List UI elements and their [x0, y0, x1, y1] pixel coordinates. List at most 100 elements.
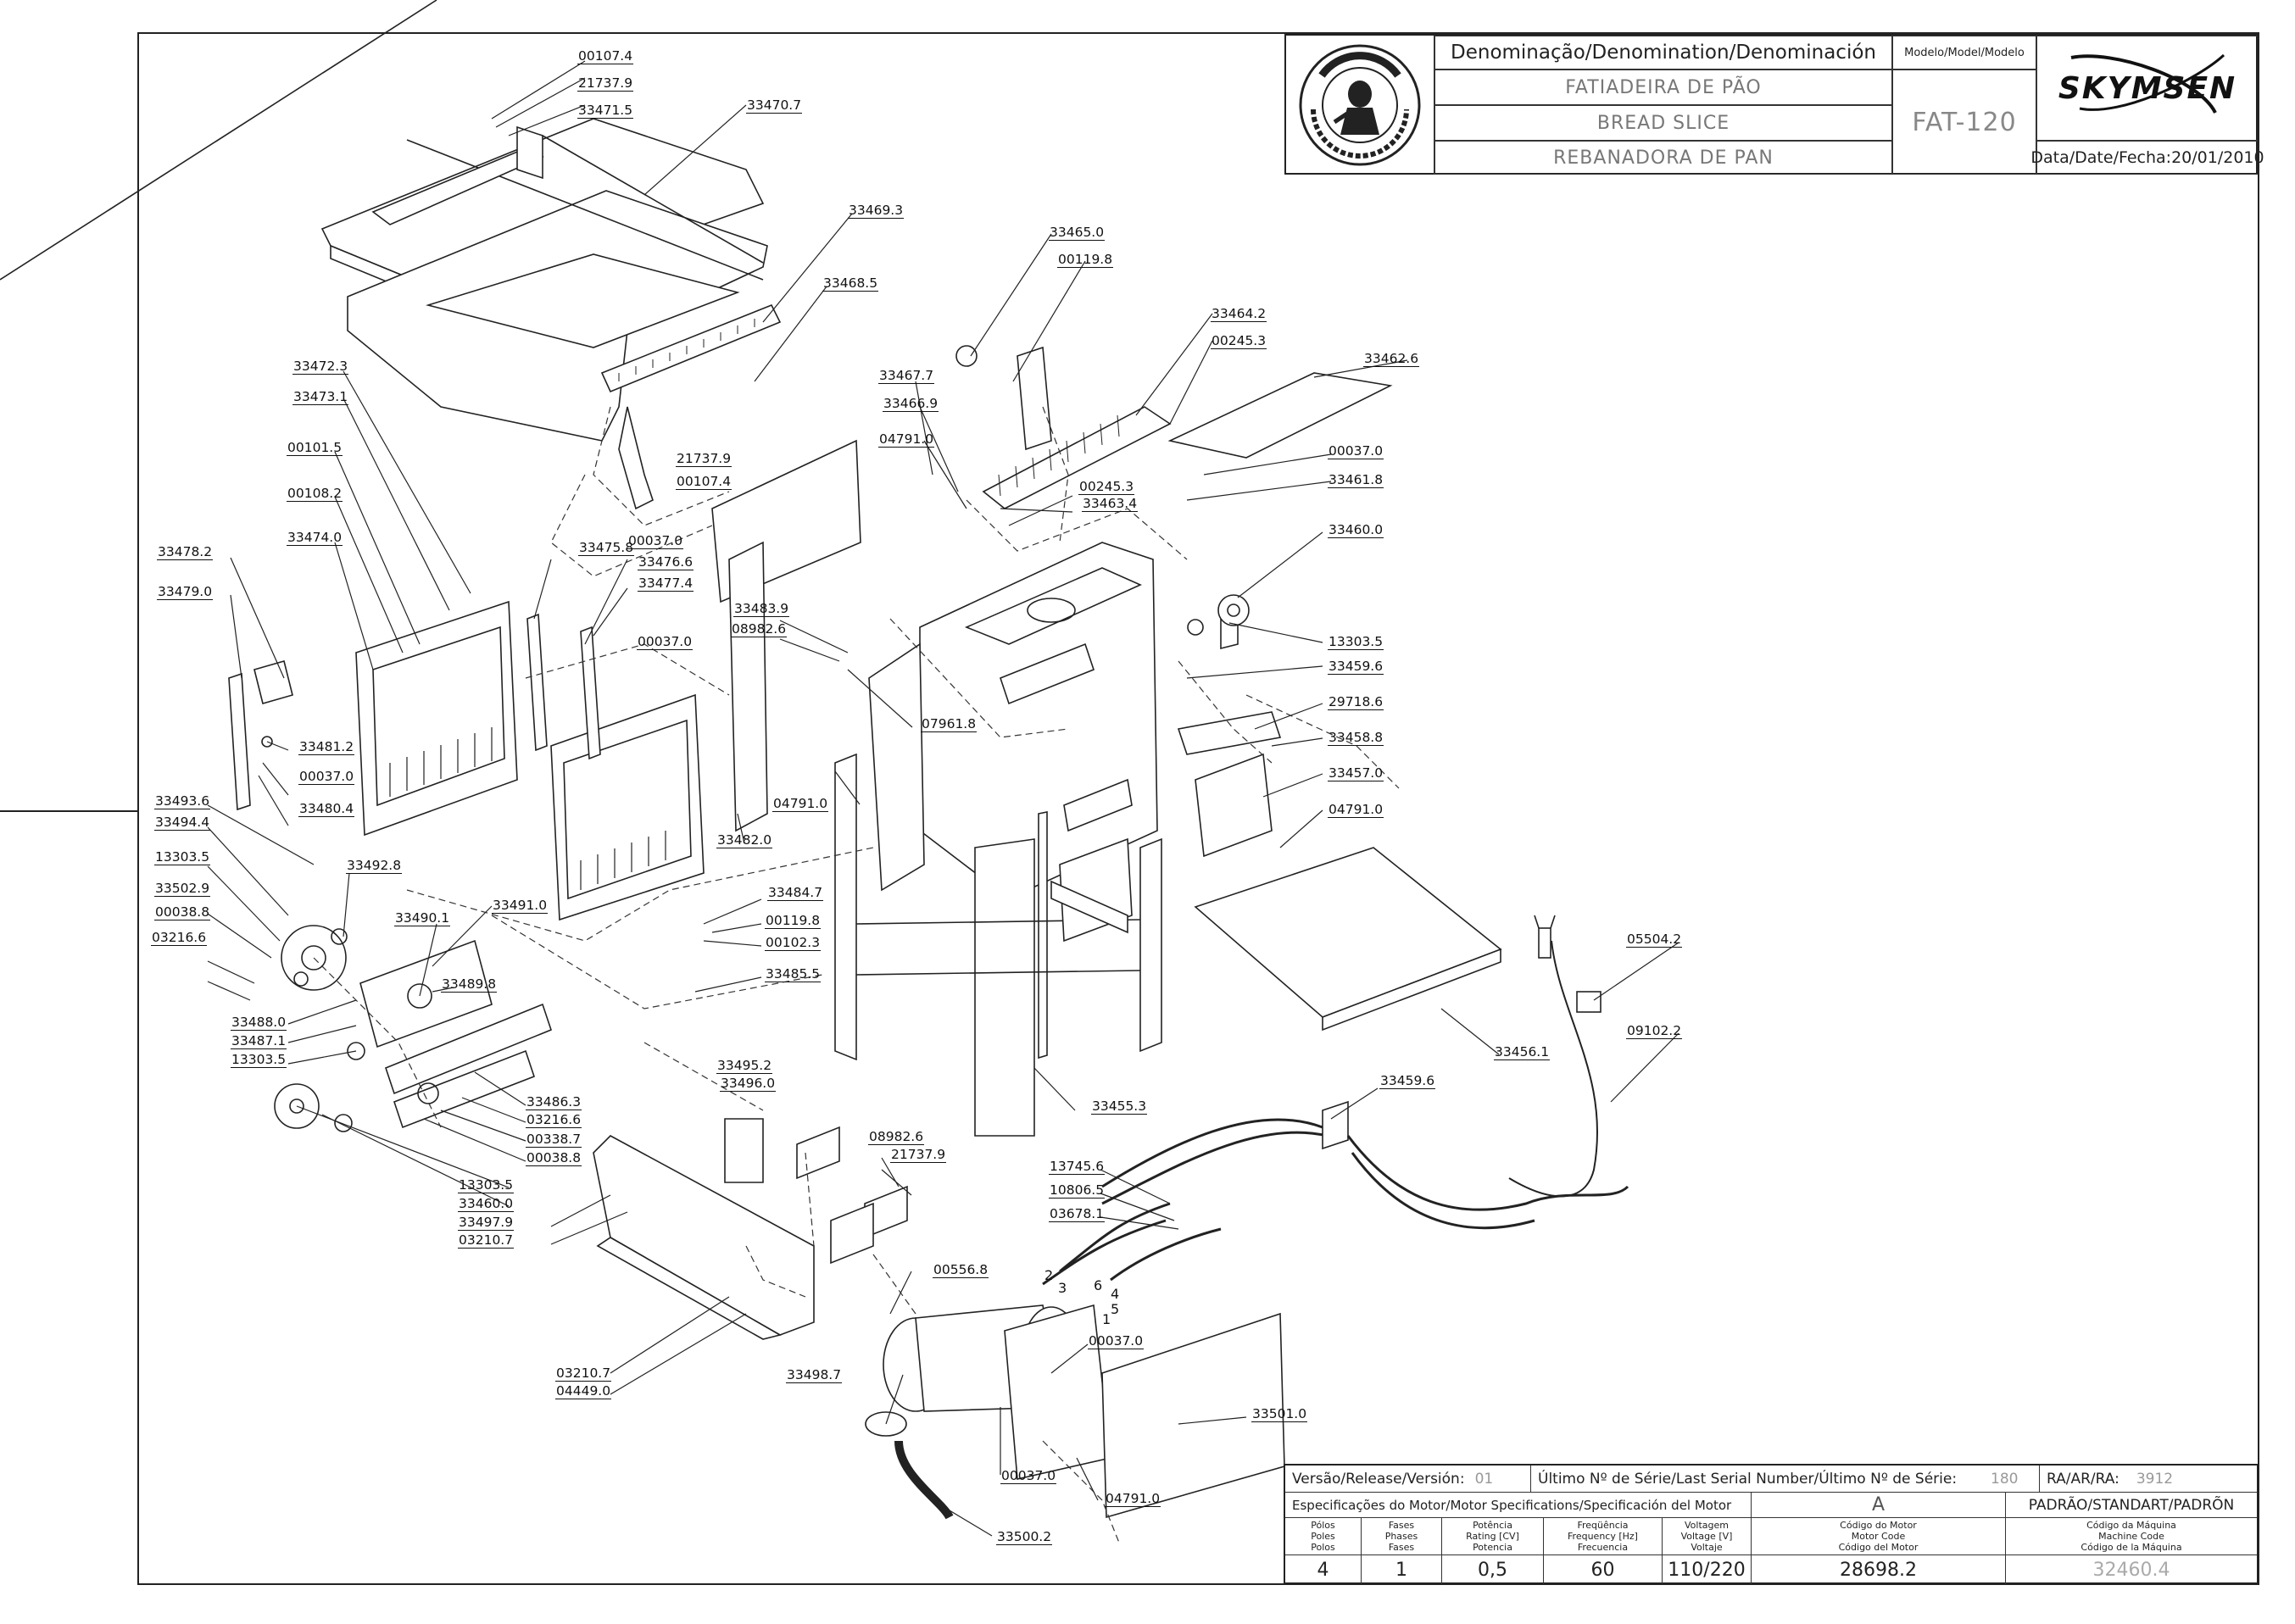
part-number: 33487.1 [231, 1033, 287, 1049]
part-number-callout: 33488.0 [231, 1015, 287, 1031]
part-number-callout: 00101.5 [287, 441, 343, 456]
part-number: 00038.8 [526, 1150, 582, 1166]
spec-header: Código do Motor Motor Code Código del Mo… [1752, 1518, 2006, 1554]
part-number: 13303.5 [154, 849, 211, 865]
part-number: 33483.9 [733, 601, 790, 617]
part-number: 33471.5 [577, 103, 634, 119]
part-number-callout: 13745.6 [1049, 1159, 1106, 1175]
part-number: 08982.6 [868, 1129, 925, 1145]
part-number: 13303.5 [458, 1177, 515, 1193]
part-number-callout: 13303.5 [231, 1053, 287, 1068]
part-number: 00038.8 [154, 904, 211, 920]
part-number: 00119.8 [1057, 252, 1114, 268]
part-number: 33470.7 [746, 97, 803, 114]
part-number-callout: 04791.0 [772, 797, 829, 812]
part-number-callout: 33473.1 [292, 389, 349, 405]
motor-spec-cell: Especificações do Motor/Motor Specificat… [1285, 1493, 1752, 1517]
part-number: 00338.7 [526, 1132, 582, 1148]
denomination-header: Denominação/Denomination/Denominación [1434, 36, 1892, 70]
motor-code-value: 28698.2 [1840, 1559, 1917, 1581]
part-number-callout: 33485.5 [765, 967, 822, 982]
part-number-callout: 33465.0 [1049, 225, 1106, 241]
part-number-callout: 00338.7 [526, 1132, 582, 1148]
part-number-callout: 03216.6 [151, 931, 208, 946]
part-number-callout: 33460.0 [458, 1197, 515, 1212]
part-number-callout: 33477.4 [638, 576, 694, 592]
release-label: Versão/Release/Versión: [1292, 1470, 1465, 1488]
part-number: 00108.2 [287, 486, 343, 502]
release-row: Versão/Release/Versión: 01 Último Nº de … [1285, 1465, 2257, 1493]
part-number: 00037.0 [1000, 1468, 1057, 1484]
part-number: 33502.9 [154, 881, 211, 897]
part-number-callout: 13303.5 [1328, 635, 1384, 650]
voltage-header: Voltagem Voltage [V] Voltaje [1680, 1520, 1733, 1553]
part-number-callout: 33487.1 [231, 1034, 287, 1049]
part-number-callout: 33495.2 [716, 1058, 773, 1074]
part-number-callout: 05504.2 [1626, 932, 1683, 948]
part-number-callout: 33460.0 [1328, 523, 1384, 538]
poles-header: Pólos Poles Polos [1311, 1520, 1335, 1553]
name-portuguese: FATIADEIRA DE PÃO [1434, 70, 1892, 105]
part-number-callout: 33489.8 [441, 976, 498, 993]
part-number: 00556.8 [933, 1262, 989, 1278]
info-block: Versão/Release/Versión: 01 Último Nº de … [1284, 1464, 2259, 1584]
part-number: 33492.8 [346, 858, 403, 874]
rating-value: 0,5 [1478, 1559, 1507, 1581]
phases-value: 1 [1395, 1559, 1407, 1581]
part-number: 03216.6 [526, 1112, 582, 1128]
part-number-callout: 33470.7 [746, 97, 803, 114]
part-number-callout: 00245.3 [1211, 334, 1267, 349]
standard-cell: PADRÃO/STANDART/PADRÕN [2006, 1493, 2257, 1517]
part-number: 00037.0 [1328, 443, 1384, 459]
part-number-callout: 00556.8 [933, 1263, 989, 1278]
voltage-value: 110/220 [1668, 1559, 1746, 1581]
part-number: 33473.1 [292, 389, 349, 405]
part-number: 33495.2 [716, 1058, 773, 1074]
part-number-callout: 33493.6 [154, 794, 211, 809]
part-number: 33497.9 [458, 1215, 515, 1231]
part-number: 33481.2 [298, 739, 355, 755]
wire-number: 1 [1102, 1311, 1111, 1327]
date-field: Data/Date/Fecha:20/01/2010 [2030, 141, 2264, 175]
ra-cell: RA/AR/RA: 3912 [2040, 1465, 2257, 1492]
part-number-callout: 00108.2 [287, 487, 343, 502]
part-number: 33465.0 [1049, 225, 1106, 241]
part-number: 33498.7 [786, 1367, 843, 1383]
poles-value: 4 [1317, 1559, 1329, 1581]
spec-header: Fases Phases Fases [1362, 1518, 1442, 1554]
part-number-callout: 33482.0 [716, 833, 773, 848]
part-number-callout: 00102.3 [765, 936, 822, 951]
name-english: BREAD SLICE [1434, 105, 1892, 141]
motor-spec-row: Especificações do Motor/Motor Specificat… [1285, 1493, 2257, 1518]
part-number-callout: 13303.5 [458, 1177, 515, 1193]
date-value: 20/01/2010 [2171, 148, 2264, 167]
brand-swoosh-icon [2070, 53, 2225, 114]
part-number-callout: 33494.4 [154, 815, 211, 831]
part-number: 21737.9 [890, 1147, 947, 1163]
part-number: 09102.2 [1626, 1023, 1683, 1039]
standard-label: PADRÃO/STANDART/PADRÕN [2028, 1496, 2235, 1514]
part-number: 33494.4 [154, 815, 211, 831]
part-number: 33501.0 [1251, 1406, 1308, 1422]
part-number: 05504.2 [1626, 932, 1683, 948]
part-number: 29718.6 [1328, 694, 1384, 710]
part-number-callout: 29718.6 [1328, 695, 1384, 710]
part-number-callout: 33492.8 [346, 858, 403, 874]
part-number-callout: 33463.4 [1082, 496, 1139, 512]
part-number: 33491.0 [492, 898, 549, 914]
part-number: 33455.3 [1091, 1098, 1148, 1115]
part-number: 33486.3 [526, 1094, 582, 1110]
part-number-callout: 33475.8 [578, 541, 635, 556]
part-number: 00037.0 [637, 634, 694, 650]
part-number: 33456.1 [1494, 1044, 1551, 1060]
part-number: 33463.4 [1082, 496, 1139, 512]
part-number-callout: 33462.6 [1363, 352, 1420, 367]
part-number: 33489.8 [441, 976, 498, 993]
model-header: Modelo/Model/Modelo [1892, 36, 2036, 70]
part-number: 13745.6 [1049, 1159, 1106, 1175]
part-number-callout: 00037.0 [1088, 1334, 1145, 1349]
part-number-callout: 33456.1 [1494, 1044, 1551, 1060]
ra-label: RA/AR/RA: [2047, 1470, 2120, 1488]
part-number-callout: 33496.0 [720, 1076, 777, 1092]
name-spanish: REBANADORA DE PAN [1434, 141, 1892, 175]
